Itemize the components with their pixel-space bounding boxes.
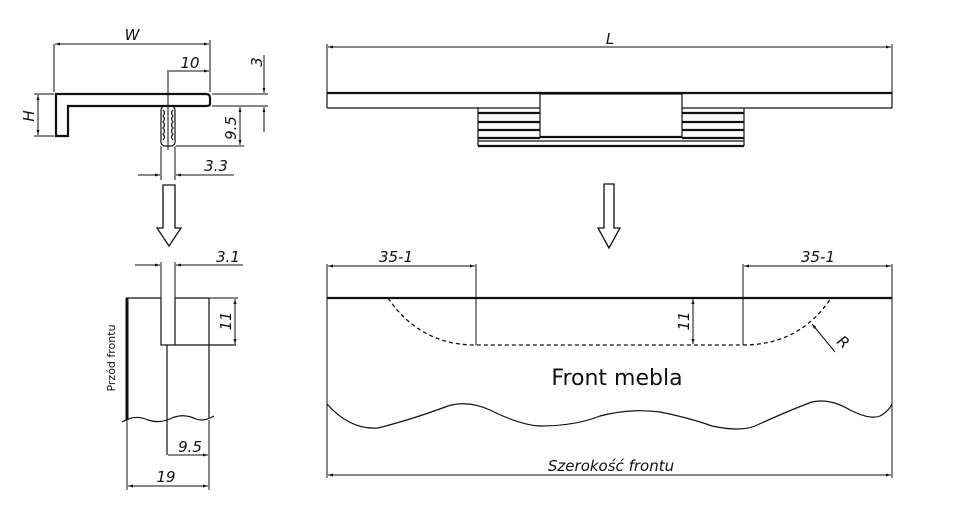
profile-view: W 10 3 H 9.5 3.3 [20, 26, 268, 180]
label-11-section: 11 [217, 311, 235, 330]
top-view: L [326, 30, 893, 148]
label-3-3: 3.3 [204, 157, 228, 175]
label-10: 10 [180, 54, 199, 72]
arrow-down-icon [155, 184, 183, 248]
cutout-profile [387, 297, 832, 346]
label-width: Szerokość frontu [548, 457, 674, 475]
ribs-left [477, 108, 540, 146]
label-3-1: 3.1 [216, 248, 240, 266]
break-line [121, 415, 215, 423]
label-h: H [20, 110, 38, 121]
label-3: 3 [248, 57, 266, 67]
radius-leader [811, 323, 836, 353]
label-l: L [606, 30, 614, 48]
front-view: 35-1 35-1 11 R Front mebla Szerokość fro… [326, 248, 893, 478]
part-label: Front mebla [551, 366, 682, 391]
label-w: W [125, 26, 141, 44]
label-35-1-right: 35-1 [801, 248, 835, 266]
label-19: 19 [156, 468, 175, 486]
center-pocket [539, 93, 683, 138]
label-r: R [833, 332, 853, 352]
label-9-5-profile: 9.5 [222, 116, 240, 140]
front-side-label: Przód frontu [105, 324, 118, 391]
section-view: 3.1 11 9.5 19 Przód frontu [105, 248, 243, 490]
arrow-down-icon [596, 183, 622, 250]
label-9-5-section: 9.5 [178, 438, 202, 456]
label-11-front: 11 [675, 311, 693, 330]
break-line [326, 400, 893, 430]
ribs-right [682, 108, 745, 146]
profile-outline [54, 92, 212, 138]
label-35-1-left: 35-1 [379, 248, 413, 266]
